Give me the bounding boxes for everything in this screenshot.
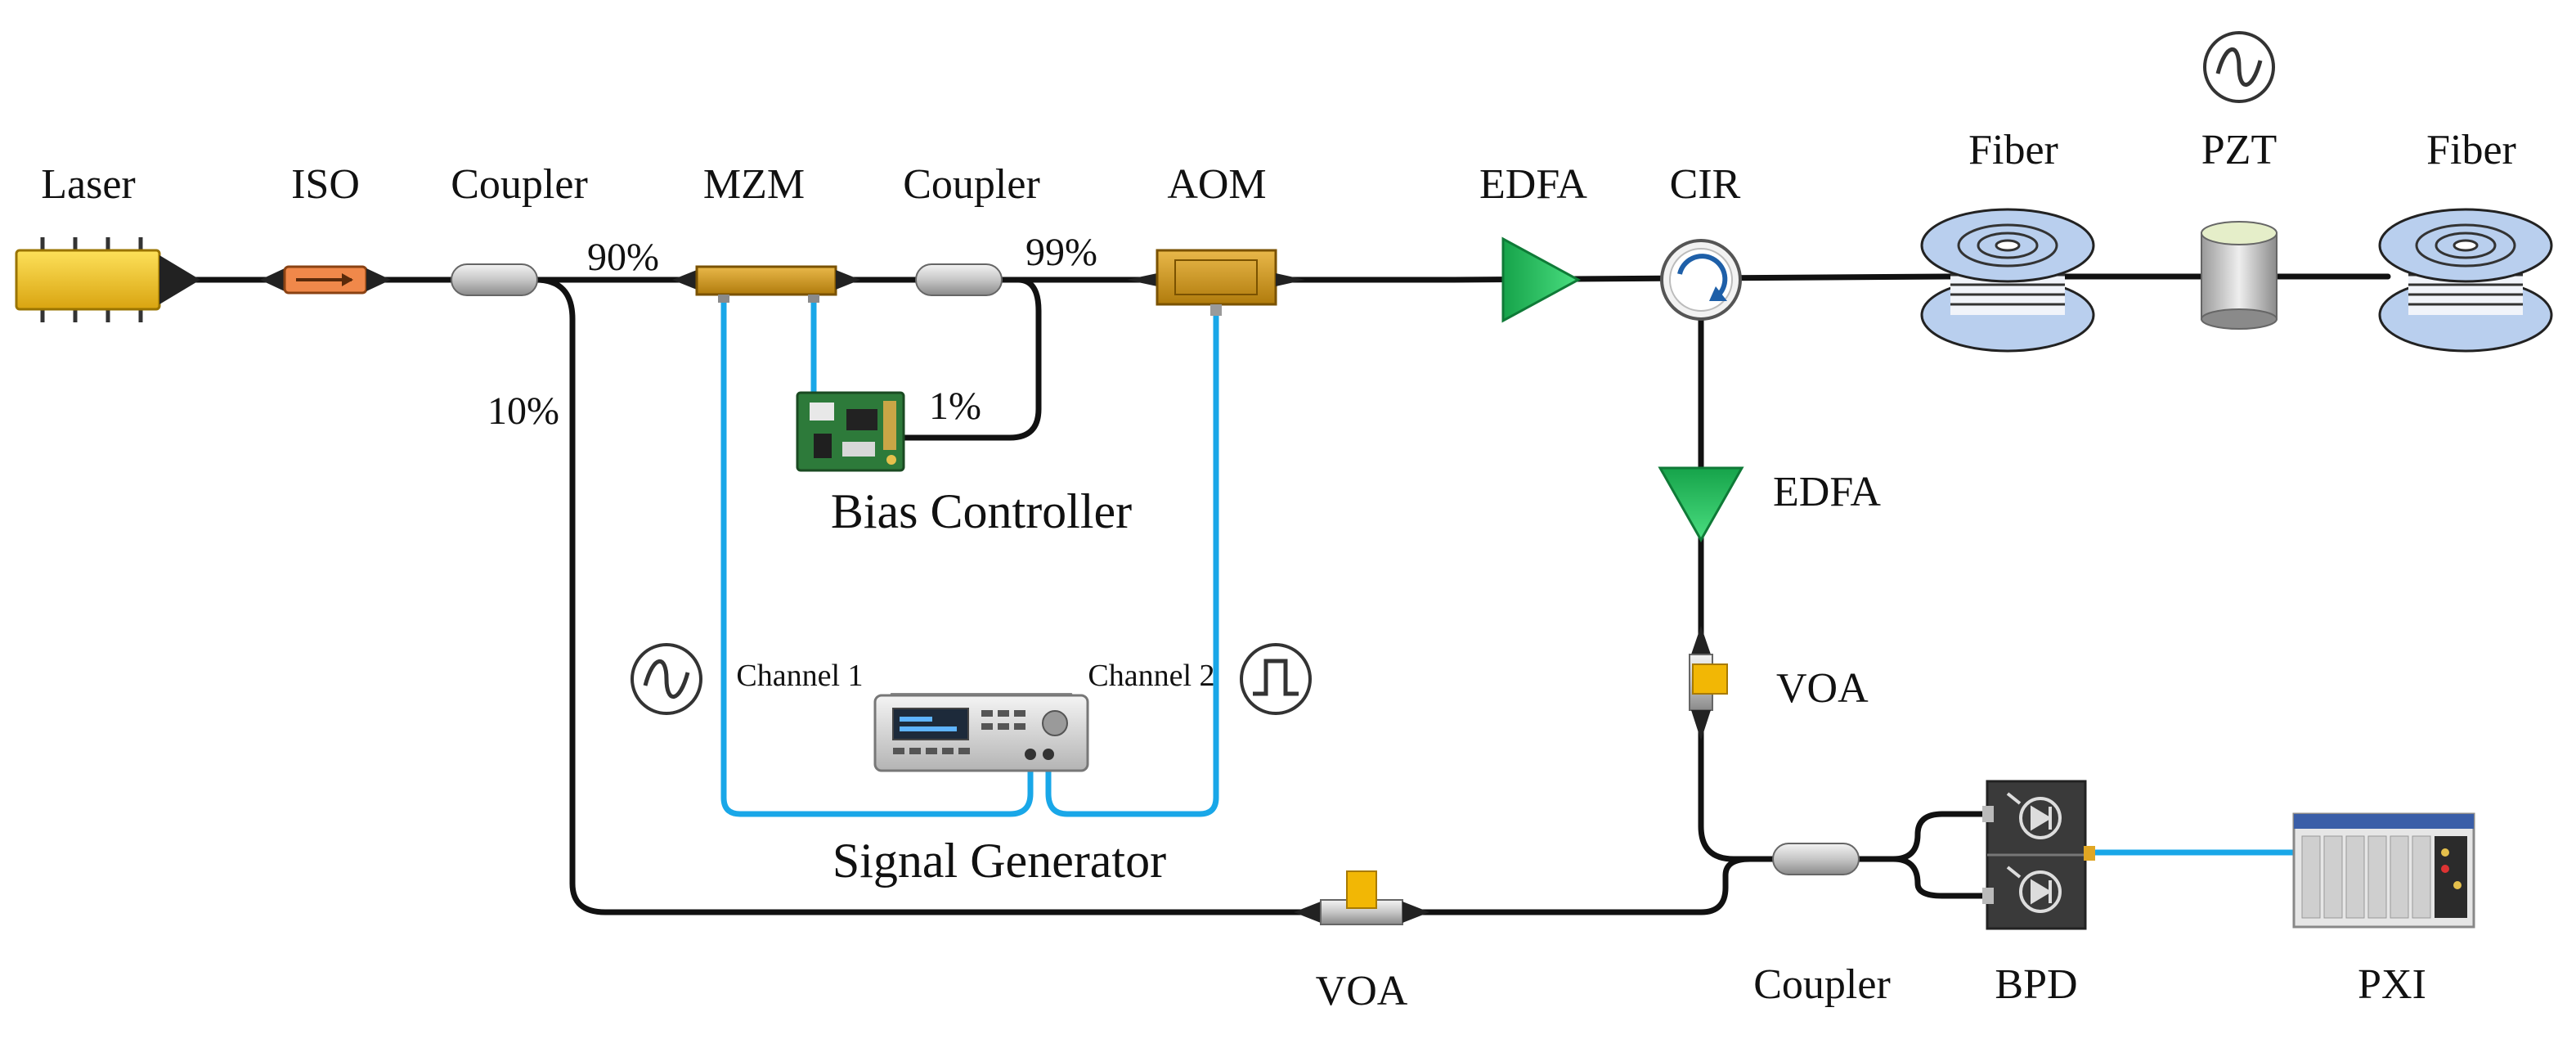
label-fiber-2: Fiber [2426, 127, 2516, 173]
label-laser: Laser [41, 161, 135, 208]
coupler-3 [1772, 843, 1860, 875]
label-mzm: MZM [703, 161, 805, 208]
fiber-cir-down [1698, 299, 1786, 862]
label-signal-generator: Signal Generator [832, 834, 1166, 888]
aom [1127, 249, 1305, 316]
coupler-1 [451, 263, 538, 296]
fiber-tap-10pct [532, 277, 1786, 915]
fiber-reel-1 [1920, 208, 2095, 353]
label-coupler-1: Coupler [451, 161, 588, 208]
label-pzt: PZT [2201, 127, 2277, 173]
laser [15, 237, 200, 322]
edfa-2 [1658, 466, 1744, 543]
wire-aom-to-ch2 [1045, 312, 1219, 817]
voa-right [1689, 626, 1728, 740]
laser-body [15, 249, 161, 311]
laser-output-taper [159, 255, 200, 304]
voa-bottom [1294, 870, 1429, 925]
label-coupler-2: Coupler [903, 161, 1040, 208]
fiber-reel-2 [2378, 208, 2553, 353]
ratio-99: 99% [1025, 231, 1097, 274]
label-aom: AOM [1167, 161, 1266, 208]
label-coupler-3: Coupler [1753, 961, 1891, 1008]
pzt [2201, 31, 2278, 330]
label-voa-right: VOA [1776, 665, 1869, 712]
label-pxi: PXI [2358, 961, 2426, 1008]
label-edfa-1: EDFA [1479, 161, 1587, 208]
label-voa-bottom: VOA [1316, 968, 1408, 1014]
ratio-1: 1% [929, 385, 981, 428]
photodiode-icon [2006, 792, 2062, 839]
coupler-2 [915, 263, 1003, 296]
mzm [672, 265, 860, 303]
circulator-arrow-icon [1677, 254, 1728, 297]
electrical-lines [720, 293, 2301, 856]
photodiode-icon [2006, 866, 2062, 913]
isolator [260, 265, 391, 295]
wire-mzm-to-ch1 [720, 293, 1034, 817]
label-channel-2: Channel 2 [1088, 659, 1214, 693]
bias-controller-board [796, 391, 905, 472]
signal-generator-instrument [873, 693, 1089, 772]
sine-wave-icon [631, 643, 702, 715]
label-bias-controller: Bias Controller [831, 484, 1132, 538]
label-fiber-1: Fiber [1968, 127, 2058, 173]
circulator [1660, 239, 1742, 321]
laser-pins [40, 237, 143, 322]
pulse-wave-icon [1240, 643, 1312, 715]
ratio-90: 90% [587, 236, 659, 279]
fiber-coupler3-outputs [1845, 811, 1999, 899]
label-channel-1: Channel 1 [736, 659, 863, 693]
fiber-tap-1pct [896, 277, 1042, 441]
label-iso: ISO [291, 161, 360, 208]
labels: Laser ISO Coupler MZM Coupler AOM EDFA C… [41, 127, 2516, 1014]
pxi-chassis [2292, 812, 2475, 929]
label-bpd: BPD [1995, 961, 2077, 1008]
label-edfa-2: EDFA [1773, 469, 1881, 515]
label-cir: CIR [1670, 161, 1741, 208]
bpd [1982, 780, 2095, 930]
ratio-10: 10% [487, 389, 559, 433]
edfa-1 [1501, 236, 1582, 323]
